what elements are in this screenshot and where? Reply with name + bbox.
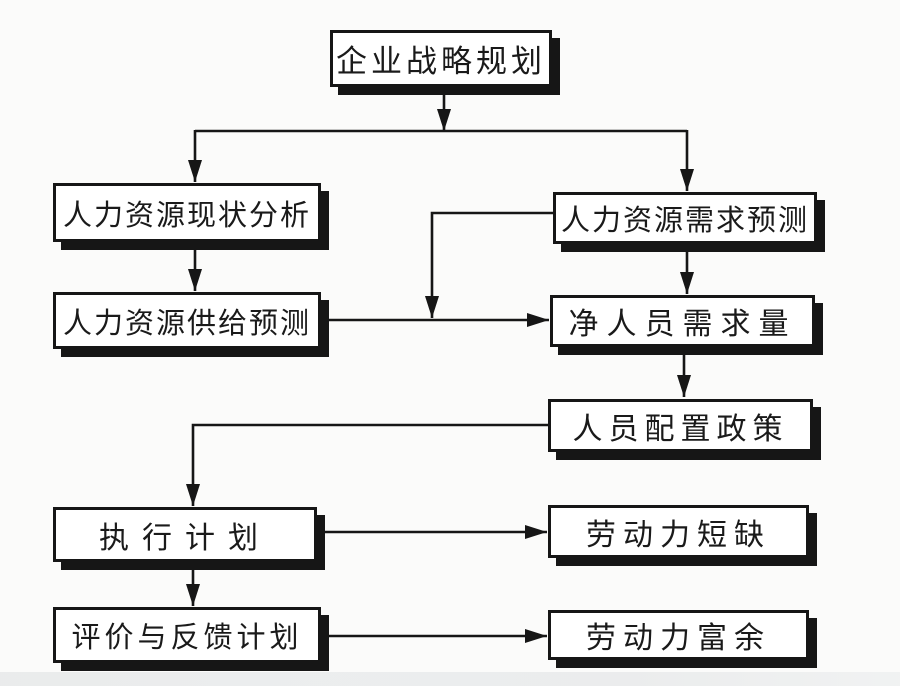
node-hr-demand-forecast: 人力资源需求预测 (553, 192, 817, 244)
node-staffing-policy: 人员配置政策 (548, 399, 813, 452)
scan-artifact-band (0, 672, 900, 686)
node-evaluation-feedback-plan: 评价与反馈计划 (53, 607, 321, 663)
node-hr-supply-forecast: 人力资源供给预测 (53, 292, 321, 349)
edge-policy-to-execution (186, 423, 549, 506)
node-label: 人员配置政策 (572, 412, 789, 446)
node-labor-surplus: 劳动力富余 (548, 610, 809, 660)
node-label: 人力资源现状分析 (62, 199, 311, 232)
node-execution-plan: 执行计划 (53, 507, 317, 562)
node-net-personnel-demand: 净人员需求量 (550, 295, 815, 347)
node-label: 企业战略规划 (336, 44, 546, 79)
node-label: 劳动力短缺 (586, 518, 771, 552)
node-label: 人力资源需求预测 (560, 205, 809, 237)
edge-demand-to-junction (425, 211, 554, 318)
node-labor-shortage: 劳动力短缺 (548, 505, 809, 558)
node-hr-status-analysis: 人力资源现状分析 (53, 183, 321, 242)
node-label: 执行计划 (99, 521, 271, 555)
node-strategic-planning: 企业战略规划 (330, 30, 552, 87)
node-label: 评价与反馈计划 (71, 622, 303, 654)
node-label: 净人员需求量 (568, 308, 797, 341)
node-label: 人力资源供给预测 (62, 307, 311, 340)
node-label: 劳动力富余 (586, 622, 771, 655)
